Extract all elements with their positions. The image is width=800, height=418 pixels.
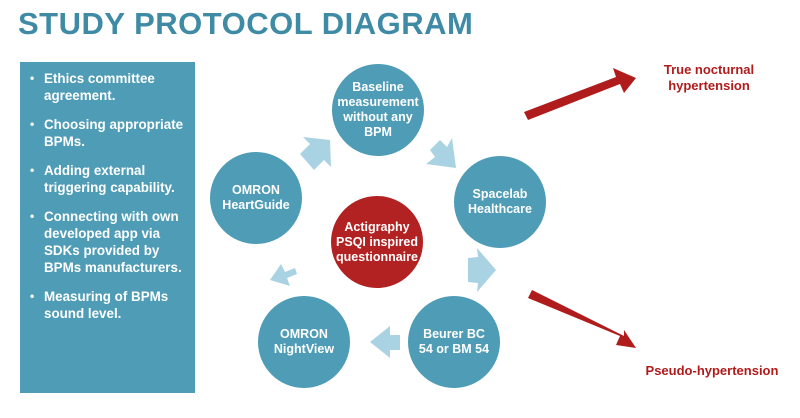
protocol-step: • Adding external triggering capability. xyxy=(30,162,187,196)
bullet-icon: • xyxy=(30,117,35,131)
protocol-step: • Connecting with own developed app via S… xyxy=(30,208,187,276)
node-spacelab-label: Spacelab Healthcare xyxy=(468,187,532,216)
page-title: STUDY PROTOCOL DIAGRAM xyxy=(18,6,474,41)
outcome-arrow-true-nocturnal xyxy=(524,68,636,120)
node-beurer: Beurer BC 54 or BM 54 xyxy=(408,296,500,388)
cycle-arrow-beurer-to-nightview xyxy=(370,326,400,358)
bullet-icon: • xyxy=(30,71,35,85)
node-nightview: OMRON NightView xyxy=(258,296,350,388)
bullet-icon: • xyxy=(30,289,35,303)
node-heartguide-label: OMRON HeartGuide xyxy=(222,183,290,212)
node-baseline: Baseline measurement without any BPM xyxy=(332,64,424,156)
node-spacelab: Spacelab Healthcare xyxy=(454,156,546,248)
protocol-step: • Choosing appropriate BPMs. xyxy=(30,116,187,150)
protocol-step: • Measuring of BPMs sound level. xyxy=(30,288,187,322)
outcome-true-nocturnal-hypertension: True nocturnal hypertension xyxy=(663,62,755,93)
cycle-arrow-baseline-to-spacelab xyxy=(426,138,456,168)
cycle-arrow-nightview-to-heartguide xyxy=(270,264,297,286)
protocol-step-text: Choosing appropriate BPMs. xyxy=(44,117,184,149)
bullet-icon: • xyxy=(30,163,35,177)
outcome-arrow-pseudo xyxy=(528,290,636,348)
node-baseline-label: Baseline measurement without any BPM xyxy=(337,80,419,139)
protocol-step-text: Connecting with own developed app via SD… xyxy=(44,209,182,275)
cycle-arrow-heartguide-to-baseline xyxy=(300,137,331,170)
node-center-label: Actigraphy PSQI inspired questionnaire xyxy=(336,219,418,264)
protocol-step-text: Measuring of BPMs sound level. xyxy=(44,289,169,321)
protocol-steps-panel: • Ethics committee agreement. • Choosing a… xyxy=(20,62,195,393)
node-center-actigraphy: Actigraphy PSQI inspired questionnaire xyxy=(331,196,423,288)
cycle-arrow-spacelab-to-beurer xyxy=(468,248,496,292)
node-heartguide: OMRON HeartGuide xyxy=(210,152,302,244)
node-nightview-label: OMRON NightView xyxy=(273,327,335,356)
protocol-step: • Ethics committee agreement. xyxy=(30,70,187,104)
node-beurer-label: Beurer BC 54 or BM 54 xyxy=(418,327,490,356)
protocol-step-text: Ethics committee agreement. xyxy=(44,71,155,103)
outcome-pseudo-hypertension: Pseudo-hypertension xyxy=(645,363,779,378)
bullet-icon: • xyxy=(30,209,35,223)
protocol-steps-list: • Ethics committee agreement. • Choosing a… xyxy=(30,70,187,322)
protocol-step-text: Adding external triggering capability. xyxy=(44,163,175,195)
